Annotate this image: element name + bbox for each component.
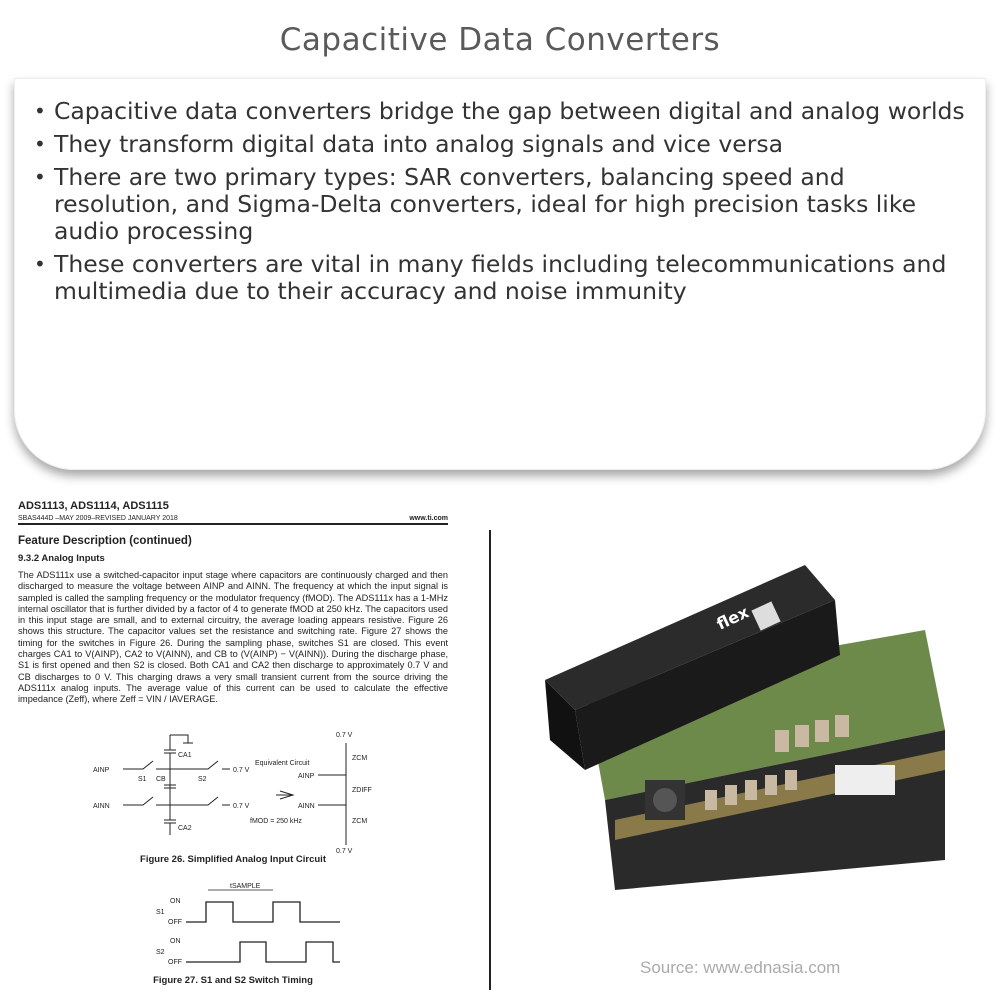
ca1-label: CA1 <box>178 752 192 759</box>
power-module-photo: flex <box>545 565 945 890</box>
bullet-item: There are two primary types: SAR convert… <box>30 164 965 245</box>
doc-subsection: 9.3.2 Analog Inputs <box>18 553 105 564</box>
vref-label: 0.7 V <box>233 803 250 810</box>
s1-label: S1 <box>156 909 165 916</box>
vref-label: 0.7 V <box>336 848 353 855</box>
zcm-label: ZCM <box>352 755 367 762</box>
doc-section: Feature Description (continued) <box>18 535 192 547</box>
zcm-label: ZCM <box>352 818 367 825</box>
on-label: ON <box>170 898 181 905</box>
vref-label: 0.7 V <box>336 732 353 739</box>
on-label: ON <box>170 938 181 945</box>
zdiff-label: ZDIFF <box>352 787 372 794</box>
ainp-label: AINP <box>298 773 315 780</box>
doc-header: ADS1113, ADS1114, ADS1115 <box>18 500 169 512</box>
fmod-label: fMOD = 250 kHz <box>250 818 302 825</box>
off-label: OFF <box>168 919 182 926</box>
figure-26-circuit: AINP AINN S1 S2 CA1 CB CA2 0.7 V 0.7 V E… <box>93 732 372 855</box>
doc-website: www.ti.com <box>409 515 448 522</box>
doc-revision: SBAS444D –MAY 2009–REVISED JANUARY 2018 <box>18 515 178 522</box>
bullet-item: Capacitive data converters bridge the ga… <box>30 98 965 126</box>
ca2-label: CA2 <box>178 825 192 832</box>
figure-27-caption: Figure 27. S1 and S2 Switch Timing <box>153 975 313 986</box>
vref-label: 0.7 V <box>233 767 250 774</box>
s2-label: S2 <box>156 949 165 956</box>
doc-paragraph: The ADS111x use a switched-capacitor inp… <box>18 570 448 705</box>
ainn-label: AINN <box>93 803 110 810</box>
equivalent-label: Equivalent Circuit <box>255 760 310 767</box>
image-source: Source: www.ednasia.com <box>640 958 841 977</box>
s2-label: S2 <box>198 776 207 783</box>
bullet-item: These converters are vital in many field… <box>30 251 965 305</box>
ainn-label: AINN <box>298 803 315 810</box>
bullet-item: They transform digital data into analog … <box>30 131 965 159</box>
image-divider <box>489 530 491 990</box>
figure-27-timing: tSAMPLE ON OFF S1 ON OFF S2 <box>156 883 340 966</box>
tsample-label: tSAMPLE <box>230 883 261 890</box>
datasheet-image: ADS1113, ADS1114, ADS1115 SBAS444D –MAY … <box>18 500 448 990</box>
cb-label: CB <box>156 776 166 783</box>
off-label: OFF <box>168 959 182 966</box>
figure-26-caption: Figure 26. Simplified Analog Input Circu… <box>140 854 326 865</box>
s1-label: S1 <box>138 776 147 783</box>
bullet-list: Capacitive data converters bridge the ga… <box>30 98 965 311</box>
page-title: Capacitive Data Converters <box>279 22 721 58</box>
ainp-label: AINP <box>93 767 110 774</box>
